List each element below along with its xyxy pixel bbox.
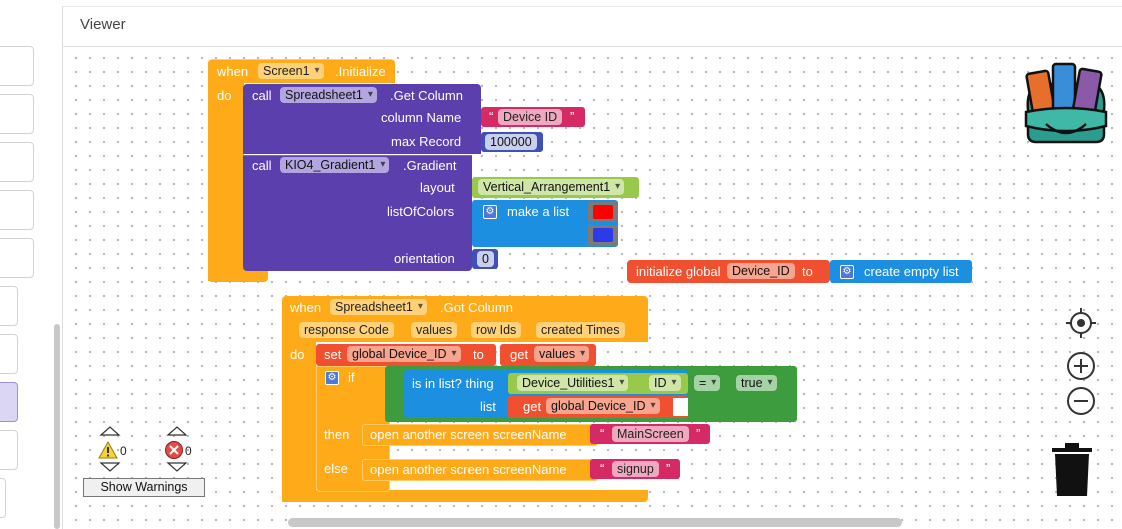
string-value[interactable]: MainScreen	[612, 426, 689, 442]
top-bar	[0, 0, 1122, 7]
create-empty-list-block[interactable]	[830, 260, 972, 283]
get-label: get	[510, 347, 529, 362]
boolean-dropdown[interactable]: true	[736, 375, 777, 391]
gear-icon[interactable]: ⚙	[325, 371, 339, 385]
when-label: when	[290, 300, 322, 315]
warning-icon	[98, 441, 118, 459]
blue-color-swatch[interactable]	[593, 228, 613, 242]
param-response-code[interactable]: response Code	[299, 322, 394, 338]
panel-item[interactable]	[0, 94, 34, 134]
do-label: do	[217, 88, 232, 103]
panel-item[interactable]	[0, 238, 34, 278]
error-icon	[165, 441, 183, 459]
show-warnings-button[interactable]: Show Warnings	[83, 478, 205, 497]
string-value[interactable]: signup	[612, 461, 659, 477]
call-gradient-block[interactable]	[243, 155, 472, 271]
component-dropdown[interactable]: Spreadsheet1	[330, 299, 427, 315]
zoom-out-icon[interactable]	[1066, 386, 1096, 416]
init-global-label: initialize global	[636, 264, 721, 279]
text-string-block[interactable]: “ Device ID ”	[481, 107, 585, 127]
to-label: to	[802, 264, 813, 279]
then-label: then	[324, 427, 350, 442]
left-panel	[0, 6, 63, 529]
warning-down-arrow-icon[interactable]	[99, 461, 121, 473]
set-label: set	[324, 347, 342, 362]
operator-dropdown[interactable]: =	[694, 375, 721, 391]
error-up-arrow-icon[interactable]	[166, 425, 188, 437]
variable-dropdown[interactable]: values	[534, 346, 590, 362]
event-label: .Initialize	[335, 64, 386, 79]
event-side	[208, 83, 244, 281]
error-count: 0	[185, 444, 192, 458]
horizontal-scrollbar[interactable]	[288, 518, 902, 527]
call-label: call	[252, 88, 272, 103]
panel-item[interactable]	[0, 478, 6, 518]
variable-name-field[interactable]: Device_ID	[727, 263, 795, 279]
event-footer	[282, 490, 648, 502]
property-dropdown[interactable]: ID	[649, 375, 681, 391]
panel-item[interactable]	[0, 430, 18, 470]
panel-item-selected[interactable]	[0, 382, 18, 422]
is-in-list-label: is in list? thing	[412, 376, 494, 391]
param-label: listOfColors	[387, 204, 455, 219]
viewer-title: Viewer	[80, 16, 126, 33]
if-label: if	[348, 370, 355, 385]
panel-item[interactable]	[0, 190, 34, 230]
trash-icon[interactable]	[1050, 442, 1094, 498]
create-empty-list-label: create empty list	[864, 264, 959, 279]
when-label: when	[217, 64, 249, 79]
event-footer	[208, 268, 268, 282]
zoom-in-icon[interactable]	[1066, 351, 1096, 381]
make-list-label: make a list	[507, 204, 570, 219]
recenter-icon[interactable]	[1066, 308, 1096, 338]
panel-item[interactable]	[0, 46, 34, 86]
warning-count: 0	[120, 444, 127, 458]
panel-scrollbar[interactable]	[54, 324, 60, 529]
method-label: .Gradient	[403, 158, 457, 173]
number-value[interactable]: 0	[477, 251, 494, 267]
component-dropdown[interactable]: Device_Utilities1	[517, 375, 629, 391]
param-label: orientation	[394, 251, 455, 266]
text-string-block[interactable]: “ signup ”	[590, 459, 680, 479]
empty-socket	[673, 398, 688, 416]
gear-icon[interactable]: ⚙	[840, 265, 854, 279]
error-down-arrow-icon[interactable]	[166, 461, 188, 473]
component-dropdown[interactable]: Spreadsheet1	[280, 87, 377, 103]
call-label: call	[252, 158, 272, 173]
param-values[interactable]: values	[411, 322, 458, 338]
variable-dropdown[interactable]: global Device_ID	[347, 346, 461, 362]
panel-item[interactable]	[0, 334, 18, 374]
component-dropdown[interactable]: KIO4_Gradient1	[280, 157, 390, 173]
variable-dropdown[interactable]: global Device_ID	[546, 398, 660, 414]
param-row-ids[interactable]: row Ids	[471, 322, 522, 338]
open-screen-label: open another screen screenName	[370, 427, 567, 442]
open-screen-label: open another screen screenName	[370, 462, 567, 477]
divider	[62, 46, 1122, 47]
warning-up-arrow-icon[interactable]	[99, 425, 121, 437]
backpack-icon[interactable]	[1020, 60, 1112, 144]
gear-icon[interactable]: ⚙	[483, 205, 497, 219]
text-string-block[interactable]: “ MainScreen ”	[590, 424, 710, 444]
panel-item[interactable]	[0, 142, 34, 182]
number-value[interactable]: 100000	[485, 134, 537, 150]
to-label: to	[473, 347, 484, 362]
component-dropdown[interactable]: Screen1	[258, 63, 324, 79]
string-value[interactable]: Device ID	[498, 109, 563, 125]
param-label: max Record	[391, 134, 462, 149]
param-label: layout	[420, 180, 455, 195]
list-label: list	[480, 399, 496, 414]
event-label: .Got Column	[440, 300, 513, 315]
do-label: do	[290, 347, 305, 362]
blocks-workspace[interactable]	[63, 47, 1122, 529]
event-side	[282, 342, 316, 502]
param-label: column Name	[381, 110, 462, 125]
param-created-times[interactable]: created Times	[536, 322, 625, 338]
red-color-swatch[interactable]	[593, 205, 613, 219]
method-label: .Get Column	[390, 88, 463, 103]
else-label: else	[324, 461, 348, 476]
get-label: get	[523, 399, 542, 414]
panel-item[interactable]	[0, 286, 18, 326]
layout-dropdown[interactable]: Vertical_Arrangement1	[478, 179, 625, 195]
